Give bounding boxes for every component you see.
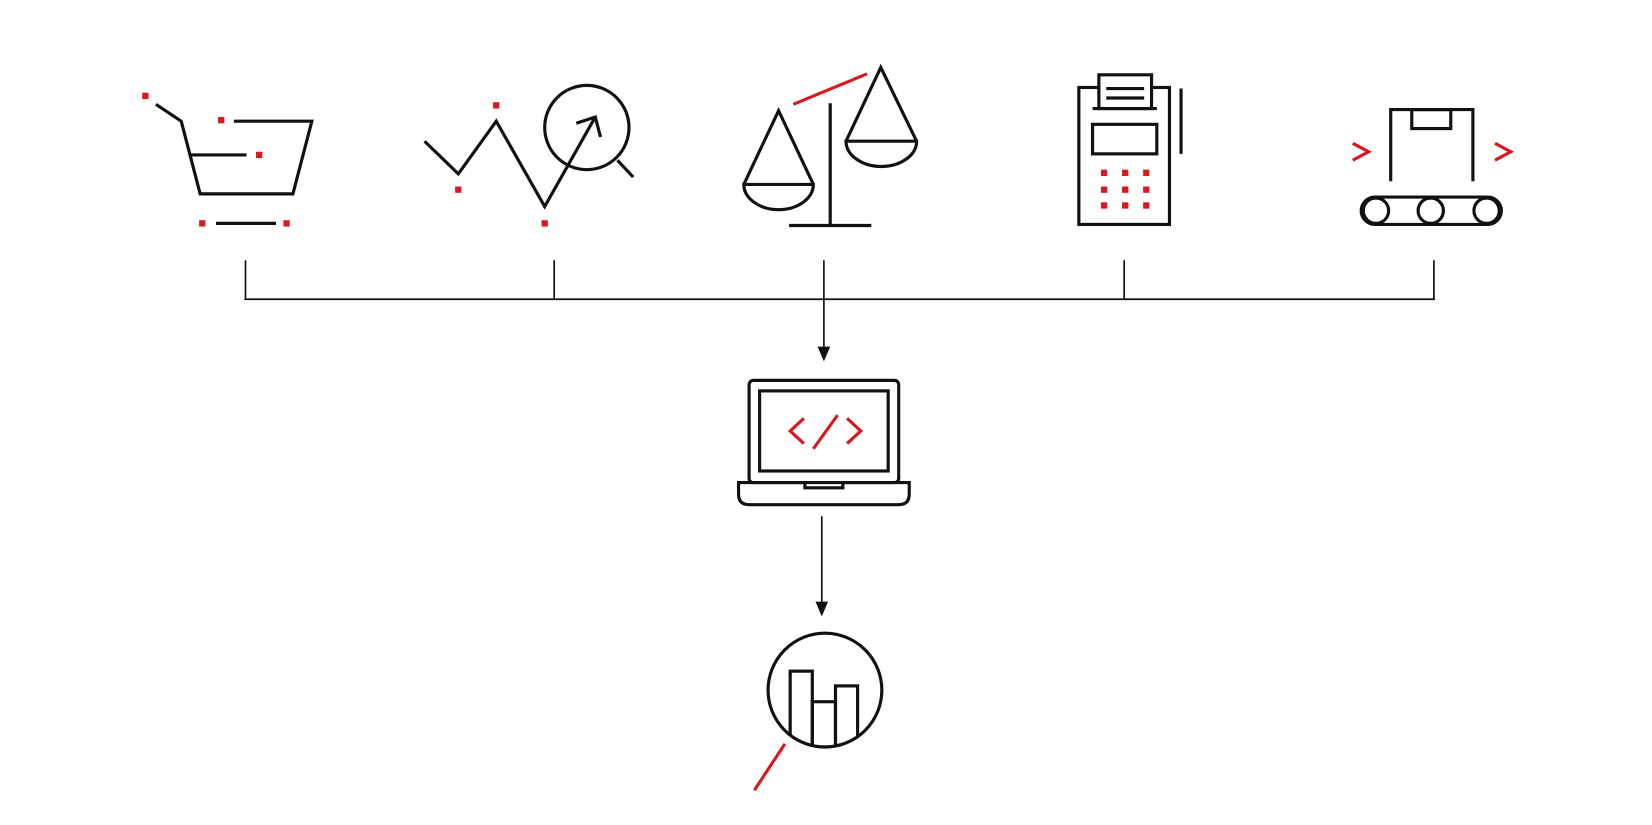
chevron-right-icon <box>1494 141 1515 162</box>
chevron-right-icon <box>1352 141 1372 162</box>
arrow-down-icon <box>817 346 831 362</box>
shopping-cart-icon <box>142 92 314 227</box>
trend-analysis-icon <box>423 83 635 227</box>
payment-terminal-icon <box>1077 73 1183 227</box>
connector-lines <box>244 260 1435 617</box>
arrow-down-icon <box>815 601 829 617</box>
conveyor-belt-icon <box>1352 108 1515 227</box>
laptop-code-icon <box>736 378 911 507</box>
magnifier-bar-chart-icon <box>753 631 884 792</box>
balance-scale-icon <box>742 63 919 228</box>
